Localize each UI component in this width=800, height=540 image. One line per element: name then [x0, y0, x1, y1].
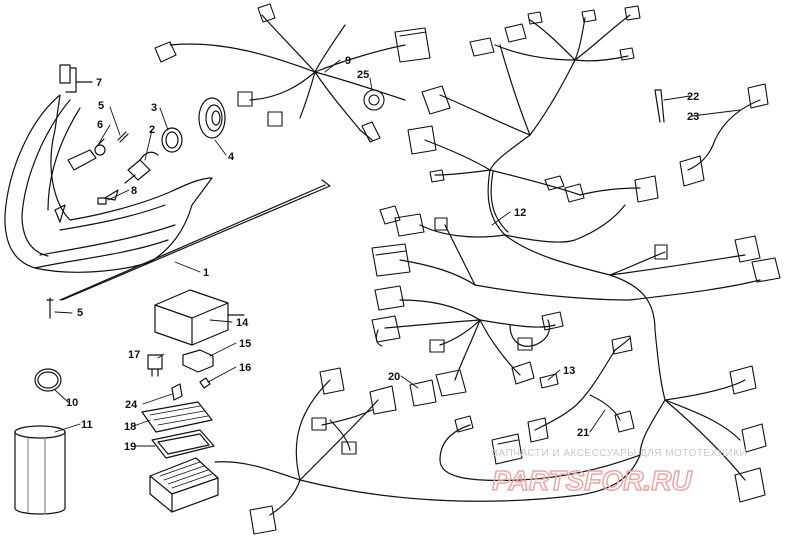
- part-label-5-bottom: 5: [77, 307, 83, 319]
- sleeve: [14, 425, 66, 515]
- part-label-7: 7: [96, 77, 102, 89]
- part-label-9: 9: [345, 55, 351, 67]
- fuse-block: [149, 457, 219, 513]
- part-label-11: 11: [81, 419, 93, 431]
- bulb-socket: [67, 138, 106, 171]
- part-label-14: 14: [236, 317, 249, 329]
- screw-bottom: [46, 297, 54, 319]
- part-label-15: 15: [239, 338, 251, 350]
- part-label-8: 8: [131, 185, 137, 197]
- part-label-17: 17: [128, 349, 140, 361]
- part-label-5-top: 5: [98, 100, 104, 112]
- screw-part: [117, 131, 129, 143]
- small-relay: [182, 349, 214, 373]
- part-label-3: 3: [151, 102, 157, 114]
- bracket-part: [59, 64, 93, 93]
- part-label-25: 25: [357, 69, 369, 81]
- fuse-24: [171, 383, 183, 401]
- part-label-22: 22: [687, 91, 699, 103]
- connectors: [154, 3, 781, 535]
- gasket: [151, 429, 215, 459]
- clip-part: [97, 197, 107, 205]
- part-labels: 7 5 6 3 2 4 8 1 5 9 25 12 10 11 14 15 16…: [66, 55, 699, 453]
- part-label-19: 19: [124, 441, 136, 453]
- part-label-10: 10: [66, 397, 78, 409]
- clamp-ring: [34, 368, 62, 392]
- leader-lines: [54, 59, 741, 447]
- bulb: [124, 151, 159, 184]
- part-label-2: 2: [149, 124, 155, 136]
- fuse-panel: [141, 401, 213, 433]
- part-label-1: 1: [203, 267, 209, 279]
- part-label-4: 4: [228, 151, 235, 163]
- dust-cover: [198, 97, 226, 139]
- part-label-12: 12: [514, 207, 526, 219]
- fuse-16: [199, 377, 211, 389]
- part-label-16: 16: [239, 362, 251, 374]
- group-boundary: [61, 179, 331, 301]
- headlight-housing: [4, 94, 213, 273]
- relay-17: [147, 354, 163, 377]
- watermark-tagline: ЗАПЧАСТИ И АКСЕССУАРЫ ДЛЯ МОТОТЕХНИКИ: [492, 448, 747, 459]
- part-label-23: 23: [687, 111, 699, 123]
- watermark: ЗАПЧАСТИ И АКСЕССУАРЫ ДЛЯ МОТОТЕХНИКИ PA…: [491, 448, 747, 497]
- part-label-21: 21: [577, 427, 589, 439]
- part-label-6: 6: [97, 119, 103, 131]
- wiring-harness: [169, 14, 761, 516]
- part-label-18: 18: [124, 421, 136, 433]
- part-label-24: 24: [125, 399, 138, 411]
- relay-box: [154, 289, 245, 346]
- part-label-13: 13: [563, 365, 575, 377]
- part-label-20: 20: [388, 371, 400, 383]
- retaining-ring: [161, 127, 183, 153]
- watermark-brand: PARTSFOR.RU: [492, 465, 692, 496]
